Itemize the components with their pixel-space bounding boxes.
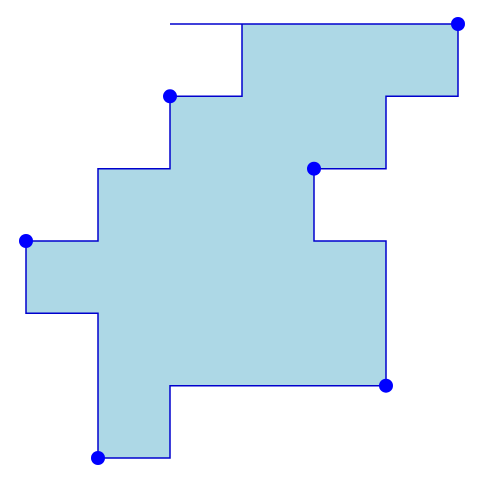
vertex-marker-2 bbox=[163, 89, 177, 104]
vertex-marker-3 bbox=[307, 161, 321, 176]
vertex-marker-5 bbox=[379, 378, 393, 393]
rectilinear-polygon bbox=[25, 23, 459, 459]
vertex-marker-4 bbox=[19, 234, 33, 248]
vertex-marker-6 bbox=[91, 451, 105, 465]
vertex-marker-1 bbox=[451, 17, 465, 31]
vertex-markers bbox=[19, 17, 465, 465]
